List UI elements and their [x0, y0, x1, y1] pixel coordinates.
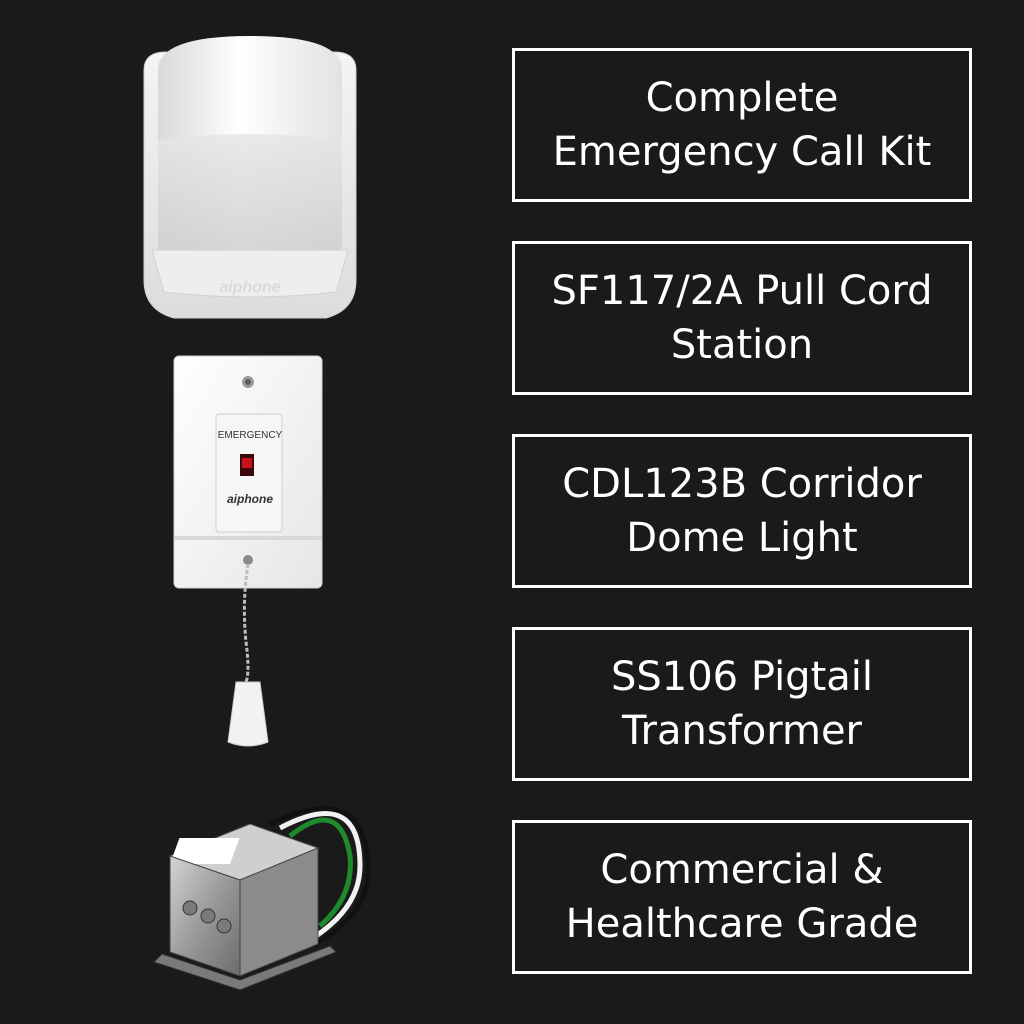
pull-station-brand-mark: aiphone — [226, 492, 273, 506]
feature-label: CDL123B Corridor Dome Light — [562, 461, 922, 561]
feature-label: SS106 Pigtail Transformer — [610, 654, 873, 754]
feature-box-pull-cord-station: SF117/2A Pull Cord Station — [512, 241, 972, 395]
feature-label: Commercial & Healthcare Grade — [565, 847, 919, 947]
pull-station-emergency-label: EMERGENCY — [217, 430, 283, 441]
feature-box-kit: Complete Emergency Call Kit — [512, 48, 972, 202]
pull-cord-station-image — [173, 355, 323, 747]
pigtail-transformer-image — [153, 806, 371, 991]
feature-box-dome-light: CDL123B Corridor Dome Light — [512, 434, 972, 588]
corridor-dome-light-image: aiphone — [143, 36, 357, 319]
feature-label: SF117/2A Pull Cord Station — [551, 268, 933, 368]
svg-text:aiphone: aiphone — [219, 279, 280, 296]
feature-box-transformer: SS106 Pigtail Transformer — [512, 627, 972, 781]
feature-label: Complete Emergency Call Kit — [552, 75, 932, 175]
feature-box-grade: Commercial & Healthcare Grade — [512, 820, 972, 974]
